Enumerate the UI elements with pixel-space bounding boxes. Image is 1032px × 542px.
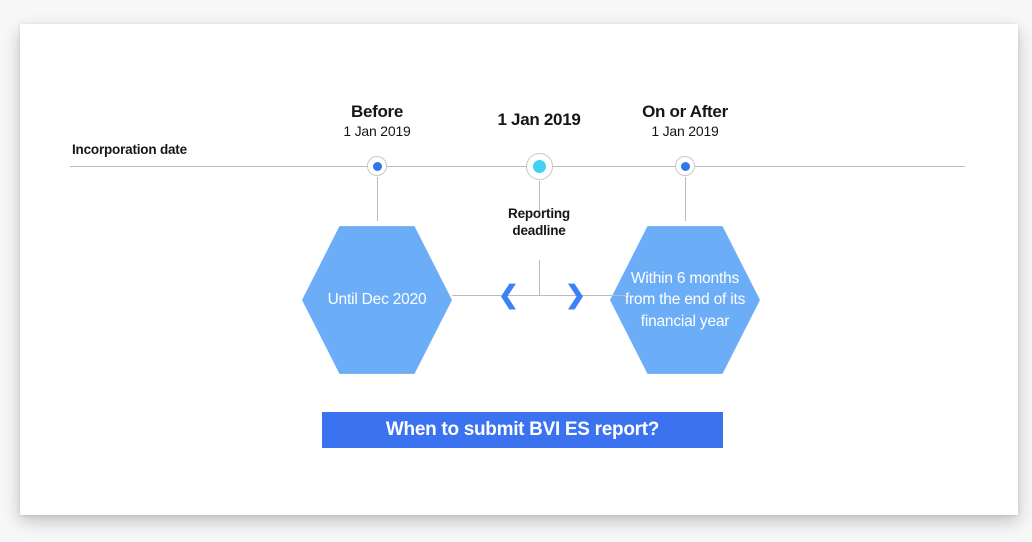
column-heading-before: Before 1 Jan 2019 [302,102,452,140]
column-heading-on-or-after-subtitle: 1 Jan 2019 [651,122,719,139]
arrow-connector-line [452,295,627,296]
timeline-marker-dot-icon [680,161,690,171]
chevron-left-icon: ❮ [498,281,519,309]
bottom-banner[interactable]: When to submit BVI ES report? [322,412,723,448]
hexagon-label: Until Dec 2020 [327,291,427,309]
reporting-deadline-line1: Reporting [508,206,570,221]
timeline-marker-before[interactable] [367,156,387,176]
hexagon-fill [302,226,452,374]
timeline-marker-dot-icon [533,160,546,173]
hexagon-within-6-months[interactable]: Within 6 months from the end of its fina… [605,218,765,382]
hexagon-until-dec-2020[interactable]: Until Dec 2020 [297,218,457,382]
hexagon-fill [610,226,760,374]
column-heading-center: 1 Jan 2019 [464,110,614,130]
hexagon-label: Within 6 months from the end of its fina… [624,269,746,330]
timeline-marker-dot-icon [372,161,382,171]
bottom-banner-text: When to submit BVI ES report? [385,419,660,440]
infographic-card: Incorporation date Before 1 Jan 2019 1 J… [20,24,1018,515]
connector-stem-left [377,177,378,221]
column-heading-before-title: Before [350,102,404,121]
connector-stem-right [685,177,686,221]
timeline-marker-center[interactable] [526,153,553,180]
connector-stem-center-lower [539,260,540,296]
column-heading-on-or-after: On or After 1 Jan 2019 [610,102,760,140]
timeline-axis-caption: Incorporation date [72,142,187,157]
column-heading-center-title: 1 Jan 2019 [497,110,581,129]
reporting-deadline-label: Reporting deadline [464,206,614,240]
connector-stem-center-upper [539,181,540,216]
chevron-right-icon: ❯ [565,281,586,309]
column-heading-before-subtitle: 1 Jan 2019 [343,122,411,139]
column-heading-on-or-after-title: On or After [642,102,728,121]
timeline-axis [70,166,965,167]
timeline-marker-on-or-after[interactable] [675,156,695,176]
reporting-deadline-line2: deadline [512,222,566,238]
